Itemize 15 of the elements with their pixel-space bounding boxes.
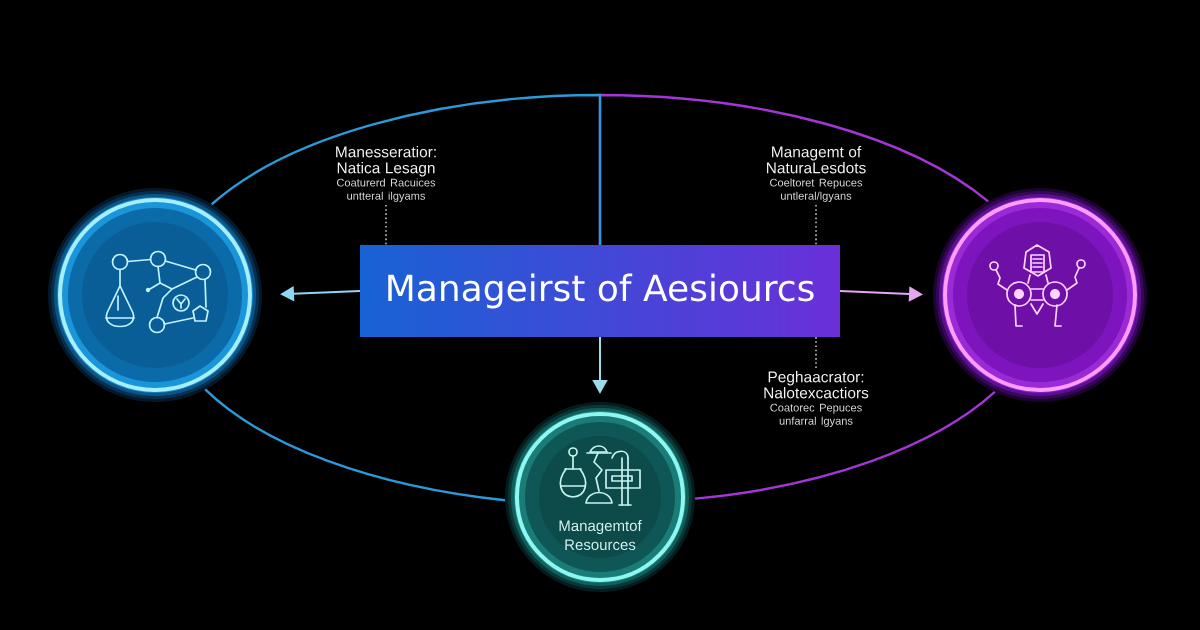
note-text: Coeltoret Repuces untleral/lgyans bbox=[770, 178, 863, 202]
leader-line bbox=[815, 204, 817, 246]
connector bbox=[210, 93, 602, 245]
leader-line bbox=[385, 204, 387, 246]
leader-line bbox=[815, 336, 817, 369]
connector bbox=[204, 388, 506, 502]
note-heading: Manesseratior: Natica Lesagn bbox=[336, 146, 436, 177]
circle-label: Managemtof Resources bbox=[559, 520, 642, 551]
connector bbox=[694, 391, 996, 500]
note-text: Coatorec Pepuces unfarral lgyans bbox=[770, 403, 862, 427]
note-heading: Peghaacrator: Nalotexcactiors bbox=[764, 371, 869, 399]
note-heading: Managemt of NaturaLesdots bbox=[767, 146, 866, 174]
title-text: Manageirst of Aesiourcs bbox=[388, 273, 814, 309]
note-text: Coaturerd Racuices untteral ilgyams bbox=[337, 178, 436, 202]
title-box bbox=[360, 245, 840, 337]
